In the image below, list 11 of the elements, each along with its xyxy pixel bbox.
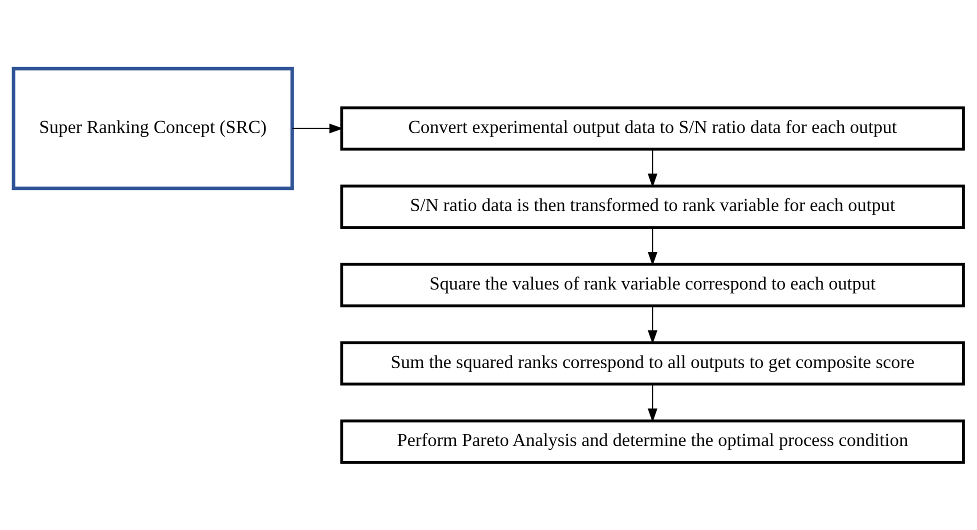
arrow [648, 148, 658, 187]
node-box: Convert experimental output data to S/N ratio data for each output [340, 106, 965, 150]
arrow [292, 123, 344, 133]
arrow [648, 306, 658, 344]
node-box: Super Ranking Concept (SRC) [12, 66, 294, 190]
node-box: Square the values of rank variable correspond to each output [340, 262, 965, 307]
arrow [648, 227, 658, 266]
arrow [648, 384, 658, 422]
node-box: S/N ratio data is then transformed to rank variable for each output [340, 184, 965, 228]
node-box: Sum the squared ranks correspond to all outputs to get composite score [340, 340, 965, 386]
node-box: Perform Pareto Analysis and determine the optimal process condition [340, 419, 965, 464]
